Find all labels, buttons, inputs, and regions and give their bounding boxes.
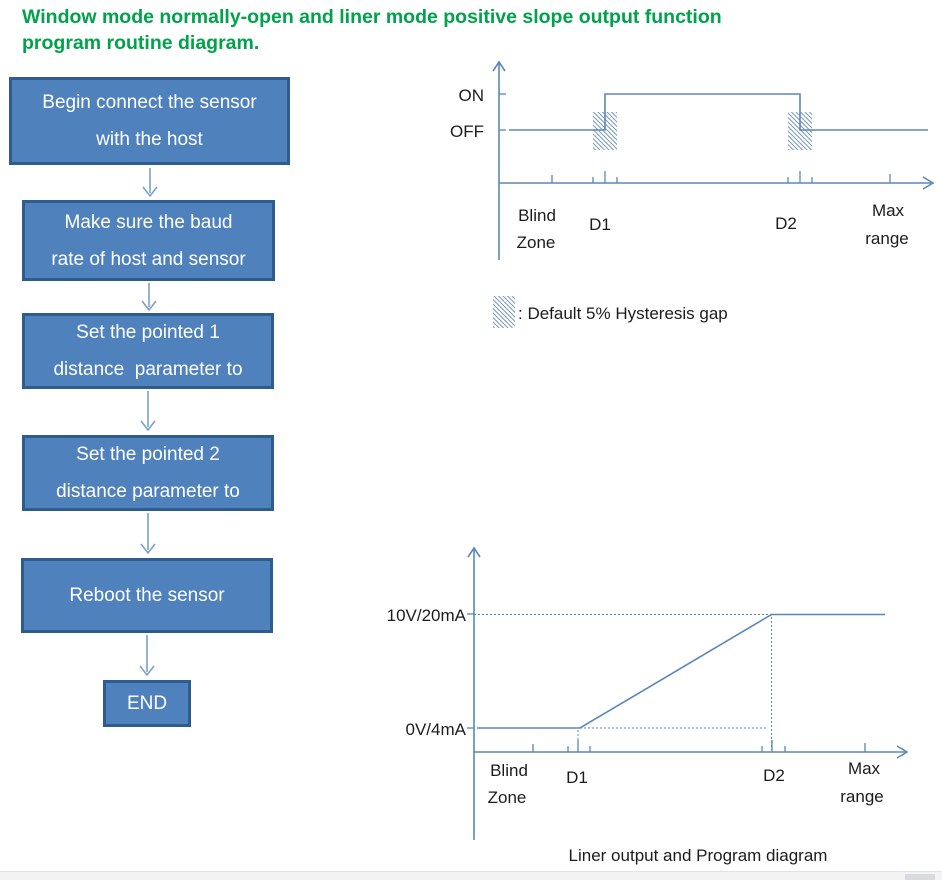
liner-mode-chart: 10V/20mA 0V/4mA Blind Zone D1 D2 Max ran…	[387, 546, 909, 865]
flow-step-text: distance parameter to	[56, 481, 240, 502]
window-output-step-line	[509, 93, 928, 131]
liner-chart-y-axis	[467, 546, 481, 840]
liner-chart-reference-lines	[474, 614, 772, 751]
window-y-label-on: ON	[459, 86, 485, 105]
hatch-swatch-icon	[493, 296, 515, 328]
flow-step-baud-rate: Make sure the baud rate of host and sens…	[22, 200, 275, 281]
liner-output-ramp-line	[477, 613, 885, 729]
flow-step-text: END	[126, 693, 168, 714]
liner-chart-caption: Liner output and Program diagram	[569, 846, 828, 865]
liner-x-label-zone: Zone	[488, 788, 527, 807]
window-mode-chart: ON OFF Blind Zone D1 D2 Max range	[450, 60, 935, 260]
hysteresis-legend-label: : Default 5% Hysteresis gap	[518, 304, 728, 323]
flow-step-text: rate of host and sensor	[51, 248, 246, 270]
window-chart-x-axis	[499, 171, 935, 190]
hysteresis-legend: : Default 5% Hysteresis gap	[493, 296, 728, 328]
horizontal-scrollbar-thumb[interactable]	[905, 874, 935, 880]
page-title-line-1: Window mode normally-open and liner mode…	[22, 6, 722, 28]
liner-x-label-range: range	[840, 787, 883, 806]
window-chart-y-axis	[492, 60, 506, 260]
flow-arrow-1	[142, 168, 158, 198]
flow-step-text: Set the pointed 2	[76, 444, 220, 465]
flow-arrow-5	[139, 635, 155, 677]
flow-step-text: Begin connect the sensor	[42, 92, 257, 113]
window-x-label-d1: D1	[589, 215, 611, 234]
flow-arrow-3	[140, 391, 156, 432]
flow-step-text: with the host	[96, 129, 203, 150]
window-x-label-max: Max	[872, 201, 905, 220]
window-x-label-range: range	[865, 229, 908, 248]
window-x-label-blind: Blind	[518, 206, 556, 225]
horizontal-scrollbar-track[interactable]	[0, 871, 942, 880]
flow-step-set-pointed-2: Set the pointed 2 distance parameter to	[22, 435, 274, 511]
window-y-label-off: OFF	[450, 122, 484, 141]
flow-step-set-pointed-1: Set the pointed 1 distance parameter to	[22, 313, 274, 389]
flow-step-end: END	[103, 680, 191, 727]
liner-x-label-max: Max	[848, 759, 881, 778]
flow-arrow-2	[141, 283, 157, 312]
flow-arrow-4	[140, 513, 156, 555]
flow-step-text: Reboot the sensor	[69, 585, 225, 606]
liner-chart-x-axis	[474, 740, 909, 759]
liner-x-label-blind: Blind	[490, 761, 528, 780]
flow-step-begin-connect: Begin connect the sensor with the host	[9, 77, 290, 165]
flow-step-text: Set the pointed 1	[76, 322, 220, 343]
liner-y-label-high: 10V/20mA	[387, 606, 467, 625]
flow-step-reboot: Reboot the sensor	[21, 558, 273, 633]
window-x-label-d2: D2	[775, 214, 797, 233]
liner-x-label-d1: D1	[566, 768, 588, 787]
flow-step-text: Make sure the baud	[64, 211, 233, 233]
flow-step-text: distance parameter to	[53, 359, 243, 380]
window-x-label-zone: Zone	[517, 233, 556, 252]
liner-y-label-low: 0V/4mA	[406, 720, 467, 739]
liner-x-label-d2: D2	[763, 766, 785, 785]
page-title-line-2: program routine diagram.	[22, 32, 260, 55]
page-title: Window mode normally-open and liner mode…	[22, 4, 832, 56]
